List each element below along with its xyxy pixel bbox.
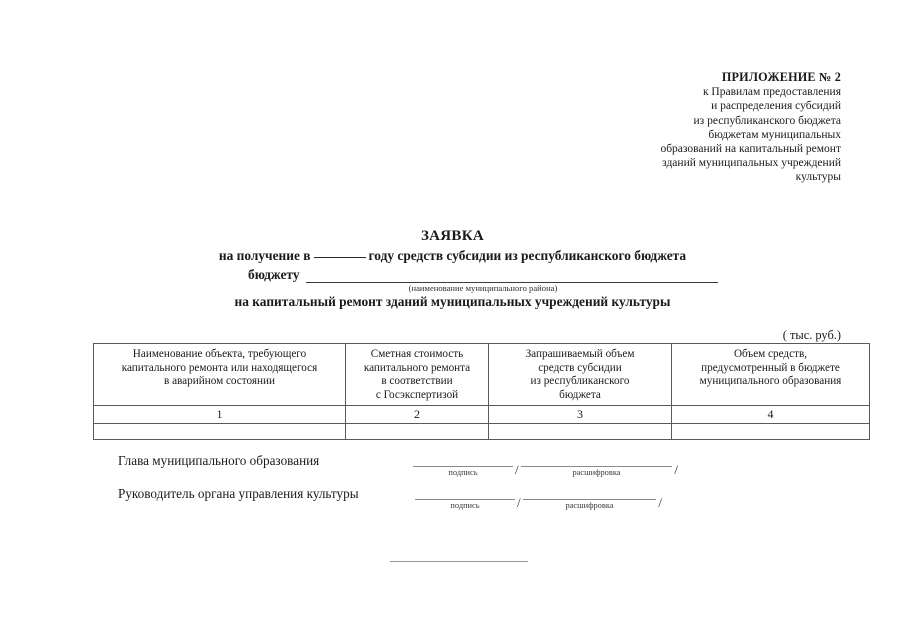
header-2-line-4: с Госэкспертизой	[375, 388, 459, 401]
year-blank-field[interactable]	[313, 257, 366, 258]
header-1-line-3: в аварийном состоянии	[164, 375, 275, 388]
signature-field-head[interactable]: подпись	[413, 452, 513, 477]
decode-field-culture-head[interactable]: расшифровка	[522, 485, 657, 510]
table-column-numbers-row: 1 2 3 4	[93, 405, 870, 425]
table-row	[93, 423, 870, 441]
budget-field-caption: (наименование муниципального района)	[408, 283, 558, 293]
decode-caption-head: расшифровка	[572, 468, 621, 477]
signature-row-culture-head: Руководитель органа управления культуры …	[118, 485, 738, 518]
signature-block: Глава муниципального образования подпись…	[118, 452, 738, 518]
header-3-line-4: бюджета	[559, 388, 601, 401]
signature-separator-end-head: /	[674, 462, 678, 477]
signature-rule-head	[413, 452, 513, 467]
appendix-line-5: образований на капитальный ремонт	[660, 143, 841, 156]
table-header-cell-3: Запрашиваемый объем средств субсидии из …	[488, 342, 672, 407]
appendix-line-1: к Правилам предоставления	[702, 86, 841, 99]
data-cell-4[interactable]	[671, 423, 870, 441]
column-number-3: 3	[488, 405, 672, 425]
signature-caption-head: подпись	[448, 468, 478, 477]
table-header-cell-1: Наименование объекта, требующего капитал…	[93, 342, 346, 407]
data-cell-3[interactable]	[488, 423, 672, 441]
signature-field-culture-head[interactable]: подпись	[415, 485, 515, 510]
column-number-4: 4	[671, 405, 870, 425]
signature-separator-head: /	[515, 462, 519, 477]
appendix-line-3: из республиканского бюджета	[693, 114, 842, 127]
appendix-line-2: и распределения субсидий	[711, 100, 841, 113]
budget-recipient-row: бюджету	[248, 267, 718, 283]
decode-rule-head	[520, 452, 673, 467]
header-4-line-2: предусмотренный в бюджете	[701, 361, 840, 374]
bottom-separator-rule	[390, 561, 528, 562]
table-header-row: Наименование объекта, требующего капитал…	[93, 342, 870, 407]
header-2-line-1: Сметная стоимость	[370, 348, 464, 360]
subsidy-year-line: на получение в году средств субсидии из р…	[0, 248, 905, 264]
budget-label: бюджету	[248, 267, 300, 282]
table-header-cell-2: Сметная стоимость капитального ремонта в…	[345, 342, 489, 407]
header-1-line-2: капитального ремонта или находящегося	[121, 361, 318, 374]
appendix-line-7: культуры	[795, 171, 841, 184]
signature-separator-end-culture-head: /	[658, 495, 662, 510]
request-table: Наименование объекта, требующего капитал…	[93, 342, 870, 441]
appendix-title: ПРИЛОЖЕНИЕ № 2	[721, 70, 841, 84]
table-header-cell-4: Объем средств, предусмотренный в бюджете…	[671, 342, 870, 407]
signature-row-head: Глава муниципального образования подпись…	[118, 452, 738, 485]
header-2-line-2: капитального ремонта	[363, 361, 471, 374]
decode-rule-culture-head	[522, 485, 657, 500]
decode-field-head[interactable]: расшифровка	[520, 452, 673, 477]
column-number-2: 2	[345, 405, 489, 425]
signature-fields-culture-head: подпись / расшифровка /	[415, 485, 662, 510]
header-2-line-3: в соответствии	[381, 375, 453, 388]
signature-label-head: Глава муниципального образования	[118, 453, 320, 468]
appendix-header: ПРИЛОЖЕНИЕ № 2 к Правилам предоставления…	[560, 70, 841, 185]
appendix-line-6: зданий муниципальных учреждений	[662, 157, 841, 170]
column-number-1: 1	[93, 405, 346, 425]
signature-separator-culture-head: /	[517, 495, 521, 510]
subsidy-line-suffix: году средств субсидии из республиканског…	[368, 248, 687, 263]
data-cell-1[interactable]	[93, 423, 346, 441]
header-3-line-1: Запрашиваемый объем	[525, 348, 635, 360]
decode-caption-culture-head: расшифровка	[565, 501, 614, 510]
purpose-line: на капитальный ремонт зданий муниципальн…	[234, 294, 671, 309]
budget-name-field[interactable]	[305, 267, 718, 283]
header-4-line-3: муниципального образования	[699, 375, 842, 388]
signature-caption-culture-head: подпись	[450, 501, 480, 510]
document-heading: ЗАЯВКА	[420, 228, 485, 244]
signature-rule-culture-head	[415, 485, 515, 500]
appendix-line-4: бюджетам муниципальных	[708, 128, 841, 141]
header-3-line-2: средств субсидии	[538, 361, 622, 374]
data-cell-2[interactable]	[345, 423, 489, 441]
units-note: ( тыс. руб.)	[782, 328, 841, 342]
header-3-line-3: из республиканского	[530, 375, 630, 388]
signature-label-culture-head: Руководитель органа управления культуры	[118, 486, 359, 501]
subsidy-line-prefix: на получение в	[218, 248, 311, 263]
header-4-line-1: Объем средств,	[733, 348, 808, 360]
header-1-line-1: Наименование объекта, требующего	[132, 348, 307, 360]
signature-fields-head: подпись / расшифровка /	[413, 452, 678, 477]
